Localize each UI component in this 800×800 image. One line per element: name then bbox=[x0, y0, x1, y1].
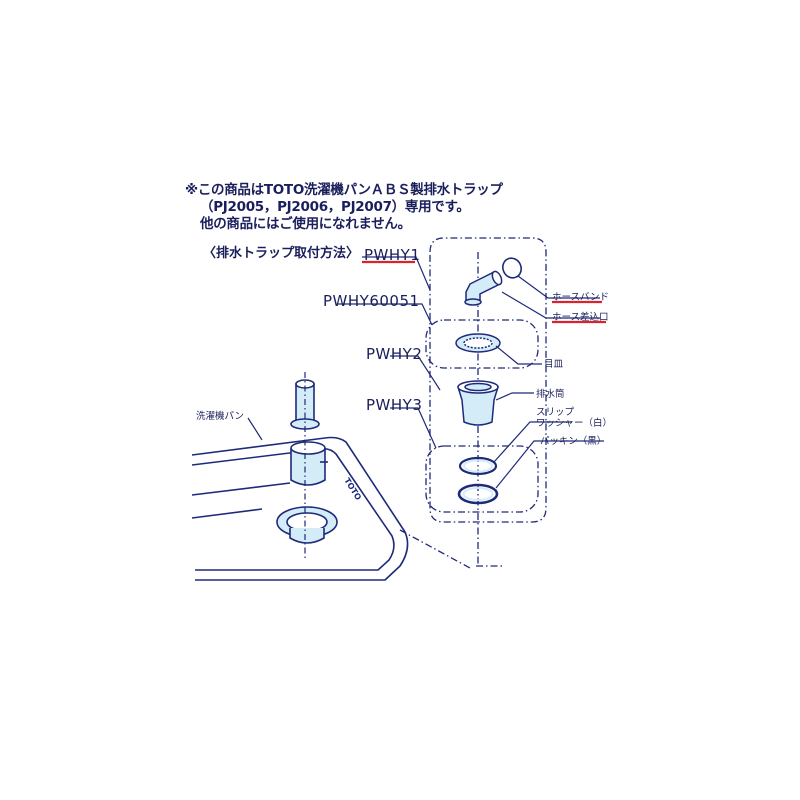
leader-lines bbox=[247, 256, 604, 489]
section-title: 〈排水トラップ取付方法〉 bbox=[203, 246, 360, 261]
label-drain-tube: 排水筒 bbox=[536, 389, 565, 400]
code-pwhy1: PWHY1 bbox=[364, 246, 421, 264]
pan-surface-line bbox=[191, 482, 291, 496]
label-grate: 目皿 bbox=[544, 359, 564, 370]
pan-drain-hole bbox=[276, 506, 338, 544]
pan-inner-rim bbox=[191, 448, 395, 571]
label-hose-inlet: ホース差込口 bbox=[552, 312, 609, 323]
label-slip-washer-1: スリップ bbox=[536, 407, 575, 418]
note-line-1: ※この商品はTOTO洗濯機パンＡＢＳ製排水トラップ bbox=[185, 182, 503, 198]
label-packing: パッキン（黒） bbox=[540, 436, 607, 447]
code-pwhy3: PWHY3 bbox=[366, 396, 423, 414]
code-pwhy2: PWHY2 bbox=[366, 345, 423, 363]
pipe-sleeve bbox=[290, 441, 328, 486]
packing-ring bbox=[457, 483, 499, 505]
highlight-underlines bbox=[362, 260, 606, 324]
hose-elbow bbox=[464, 270, 503, 306]
overflow-pipe bbox=[290, 379, 320, 430]
grate-part bbox=[455, 333, 501, 353]
pan-surface-line-2 bbox=[191, 508, 263, 519]
label-washer-pan: 洗濯機パン bbox=[196, 411, 244, 422]
drain-tube-part bbox=[456, 380, 500, 426]
frame-pwhy3 bbox=[425, 445, 539, 513]
label-slip-washer-2: ワッシャー（白） bbox=[536, 418, 613, 429]
slip-washer-ring bbox=[458, 456, 498, 476]
note-line-2: （PJ2005，PJ2006，PJ2007）専用です。 bbox=[200, 199, 470, 215]
label-hose-band: ホースバンド bbox=[552, 292, 610, 303]
frame-pwhy1 bbox=[429, 237, 547, 523]
hose-band-ring bbox=[502, 257, 522, 279]
note-line-3: 他の商品にはご使用になれません。 bbox=[200, 216, 411, 232]
code-pwhy60051: PWHY60051 bbox=[323, 292, 420, 310]
